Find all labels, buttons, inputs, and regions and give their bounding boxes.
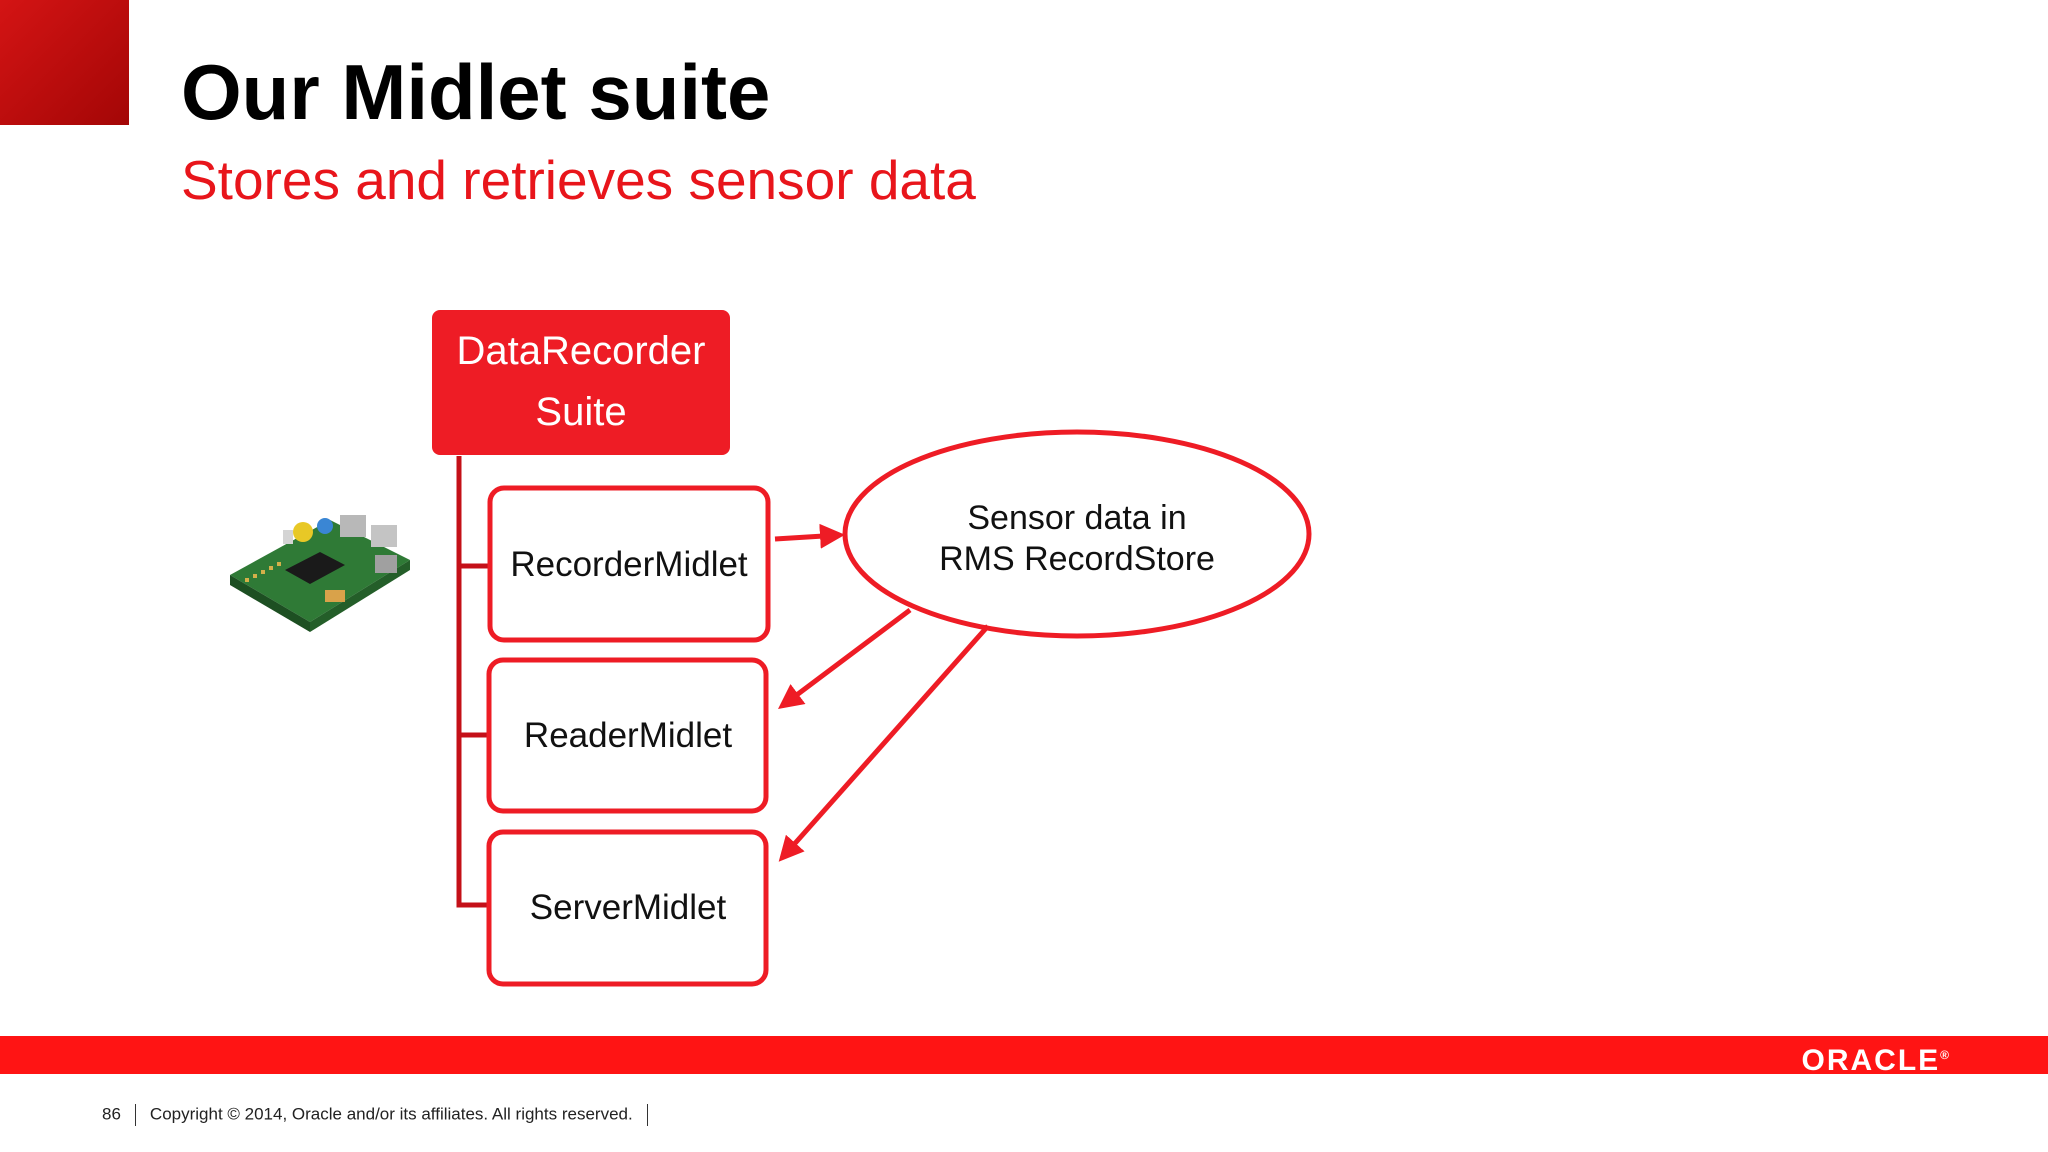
arrow-store-to-reader — [778, 608, 912, 709]
reader-midlet-label: ReaderMidlet — [524, 716, 732, 755]
server-midlet-label: ServerMidlet — [530, 888, 727, 927]
server-midlet-box — [486, 829, 769, 987]
page-number: 86 — [102, 1104, 121, 1124]
reader-midlet-box — [486, 657, 769, 814]
footer-separator — [134, 1104, 136, 1126]
tree-connector-line — [456, 456, 490, 908]
raspberry-pi-board-image — [230, 515, 410, 632]
recorder-midlet-label: RecorderMidlet — [510, 545, 748, 584]
oracle-logo: ORACLE® — [1801, 1039, 1951, 1077]
arrow-recorder-to-store — [774, 523, 845, 549]
footer-separator-end — [646, 1104, 648, 1126]
copyright-text: Copyright © 2014, Oracle and/or its affi… — [149, 1104, 633, 1124]
record-store-ellipse — [842, 429, 1312, 639]
corner-accent-block — [0, 0, 129, 125]
arrow-store-to-server — [778, 624, 990, 862]
registered-mark: ® — [1940, 1048, 1951, 1062]
record-store-label-line2: RMS RecordStore — [939, 540, 1215, 578]
suite-label-line2: Suite — [535, 390, 626, 434]
suite-box — [432, 310, 730, 455]
footer: 86 Copyright © 2014, Oracle and/or its af… — [102, 1104, 662, 1126]
footer-accent-bar — [0, 1036, 2048, 1074]
recorder-midlet-box — [487, 485, 771, 643]
suite-label-line1: DataRecorder — [456, 329, 705, 373]
slide-title: Our Midlet suite — [181, 48, 771, 136]
record-store-label-line1: Sensor data in — [967, 499, 1186, 537]
oracle-logo-text: ORACLE — [1801, 1044, 1941, 1077]
slide-subtitle: Stores and retrieves sensor data — [181, 149, 976, 211]
